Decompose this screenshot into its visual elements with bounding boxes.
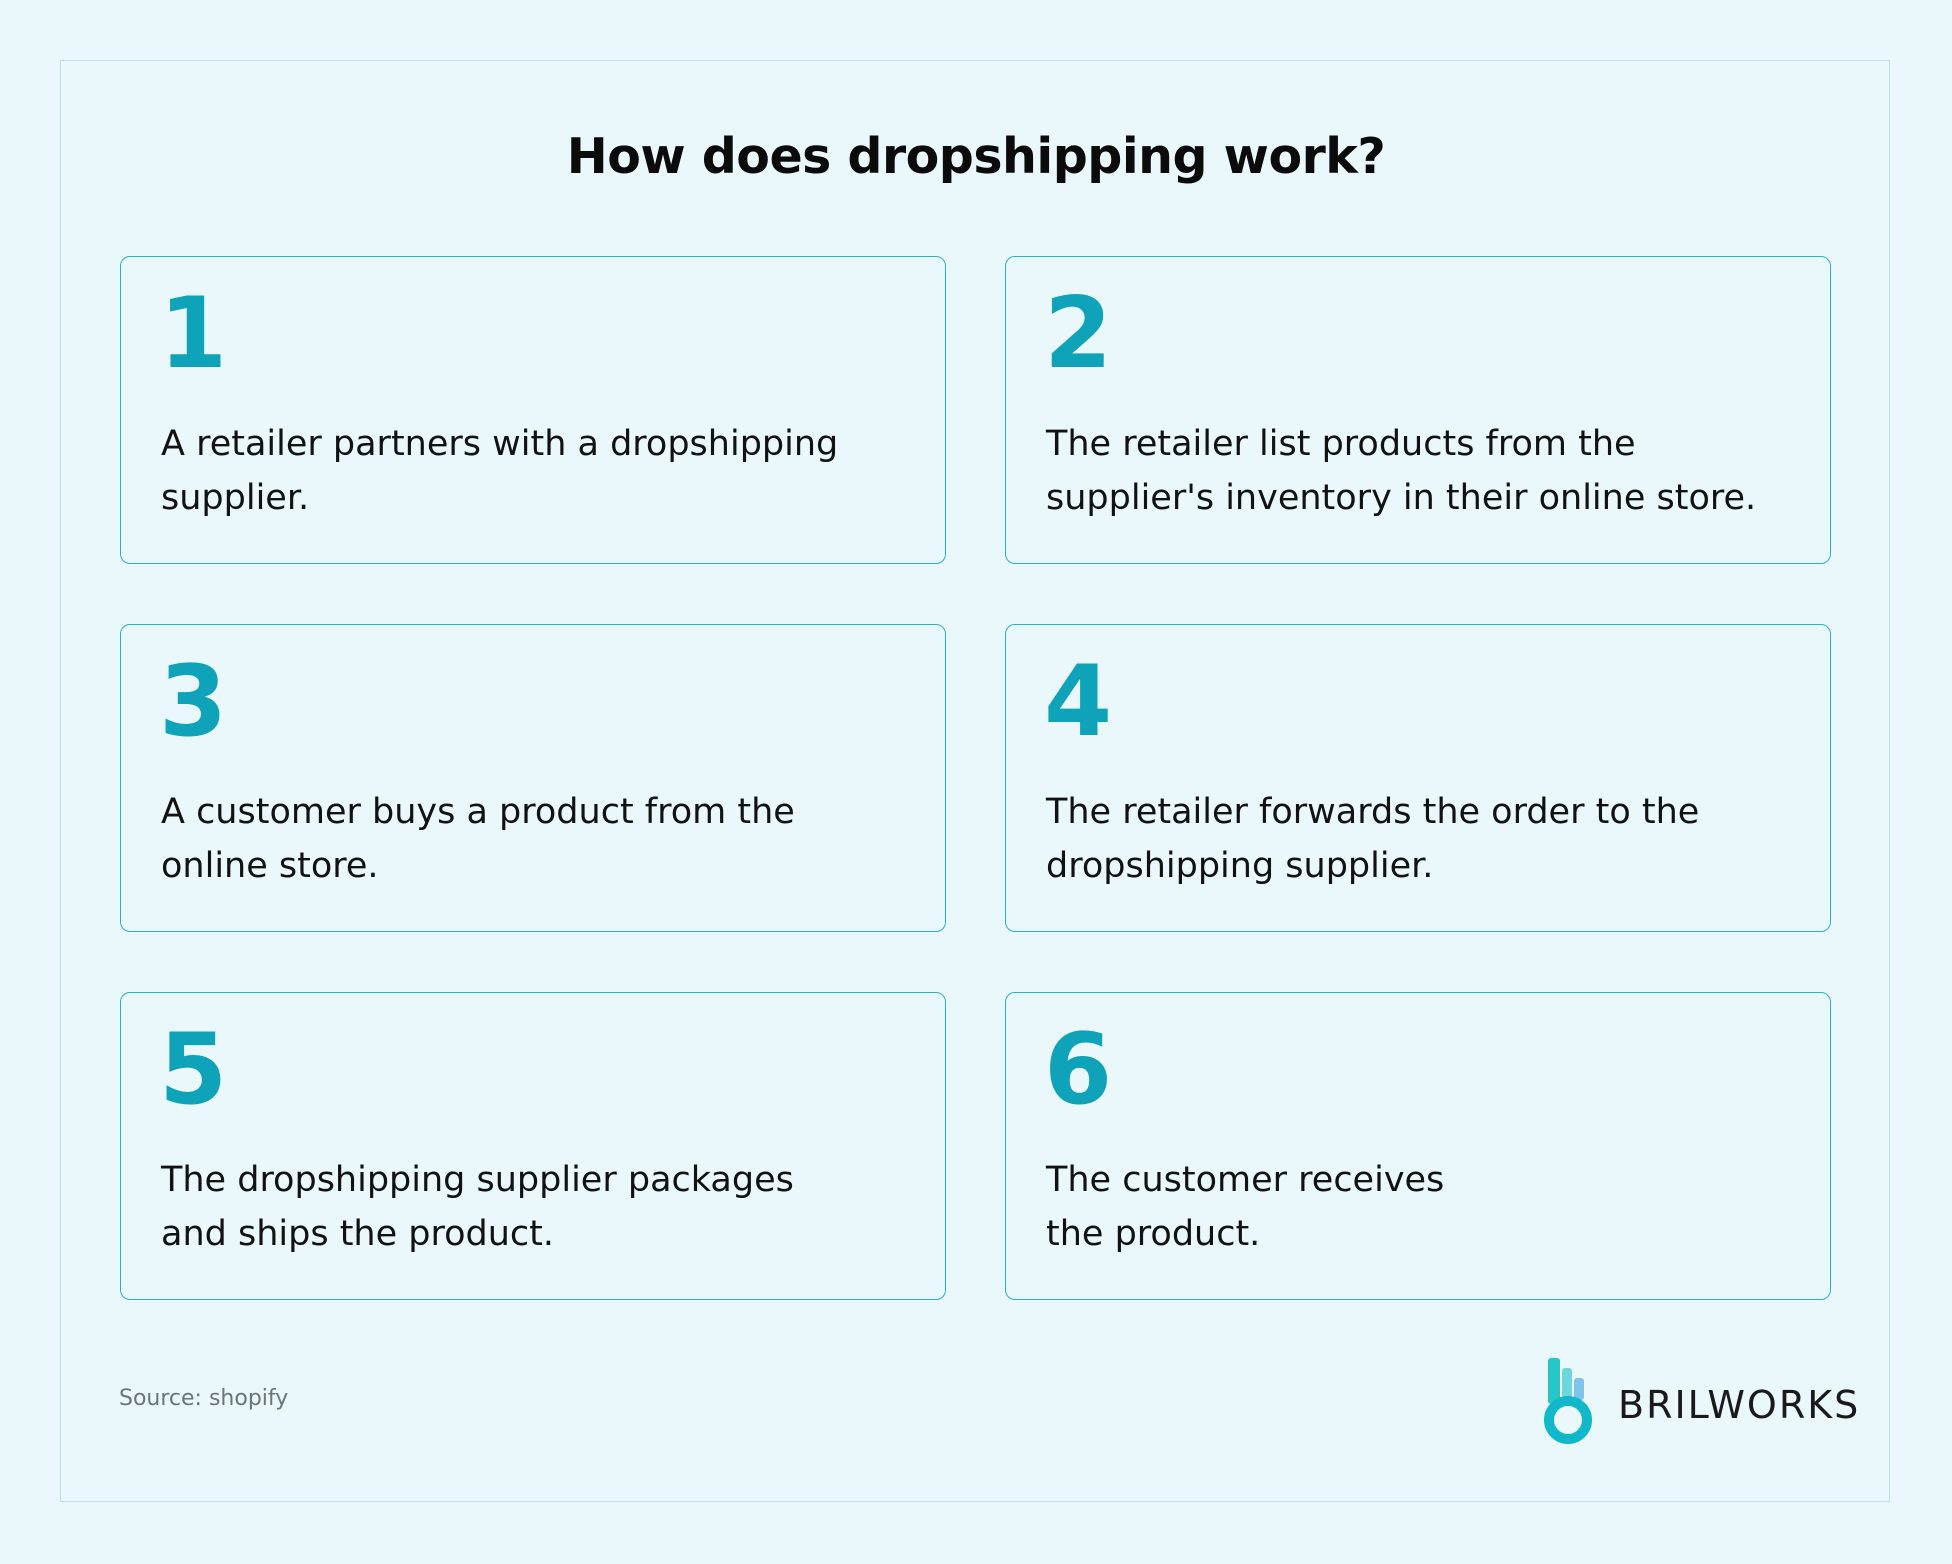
- step-card-2: 2 The retailer list products from the su…: [1005, 256, 1831, 564]
- step-text: A retailer partners with a dropshipping …: [161, 424, 839, 518]
- step-card-3: 3 A customer buys a product from the onl…: [120, 624, 946, 932]
- brand-name: BRILWORKS: [1618, 1383, 1861, 1427]
- step-number: 4: [1044, 645, 1113, 759]
- step-card-5: 5 The dropshipping supplier packages and…: [120, 992, 946, 1300]
- step-number: 5: [159, 1013, 228, 1127]
- step-text: A customer buys a product from the onlin…: [161, 792, 795, 886]
- brand-logo: BRILWORKS: [1544, 1356, 1860, 1446]
- infographic-frame: [60, 60, 1890, 1502]
- brilworks-logo-icon: [1544, 1358, 1592, 1444]
- step-number: 2: [1044, 277, 1113, 391]
- step-number: 1: [159, 277, 228, 391]
- step-text: The retailer forwards the order to the d…: [1046, 792, 1700, 886]
- source-note: Source: shopify: [119, 1386, 289, 1411]
- step-card-4: 4 The retailer forwards the order to the…: [1005, 624, 1831, 932]
- step-text: The dropshipping supplier packages and s…: [161, 1160, 794, 1254]
- step-text: The retailer list products from the supp…: [1046, 424, 1757, 518]
- step-text: The customer receives the product.: [1046, 1160, 1445, 1254]
- page-title: How does dropshipping work?: [566, 128, 1386, 185]
- step-number: 6: [1044, 1013, 1113, 1127]
- step-number: 3: [159, 645, 228, 759]
- step-card-6: 6 The customer receives the product.: [1005, 992, 1831, 1300]
- step-card-1: 1 A retailer partners with a dropshippin…: [120, 256, 946, 564]
